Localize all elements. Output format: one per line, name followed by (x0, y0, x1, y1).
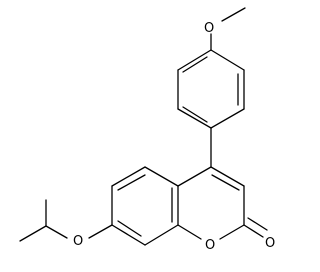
ether-oxygen-label: O (73, 234, 83, 249)
bond (210, 49, 245, 71)
carbonyl-bond (243, 224, 264, 238)
bond-ch-methyl (19, 225, 47, 242)
double-bond-inner (182, 56, 208, 73)
bond-o-ch (45, 225, 68, 239)
bond (210, 166, 245, 187)
bond (219, 224, 245, 240)
bond (111, 166, 146, 187)
bond (177, 166, 212, 187)
double-bond-inner (117, 220, 142, 237)
benzo-ring (111, 166, 179, 246)
bond (177, 108, 212, 129)
methoxy-group (210, 7, 246, 51)
bond-aryl-o (88, 224, 113, 239)
phenyl-ring (177, 49, 245, 129)
carbonyl-oxygen-label: O (265, 236, 275, 251)
bond-methyl (221, 7, 246, 22)
bond (210, 108, 245, 129)
double-bond-inner (211, 174, 240, 191)
bond (177, 49, 212, 71)
methoxy-oxygen-label: O (204, 21, 214, 36)
isopropoxy-group (19, 199, 113, 242)
double-bond-inner (182, 106, 208, 123)
double-bond-inner (117, 174, 146, 191)
pyranone-ring (177, 166, 268, 240)
structure-diagram: O O O O (19, 7, 275, 253)
carbonyl-bond-inner (247, 217, 268, 231)
bond (144, 224, 179, 246)
bond (144, 166, 179, 187)
ring-oxygen-label: O (205, 238, 215, 253)
bond (177, 224, 202, 240)
bond (111, 224, 146, 246)
